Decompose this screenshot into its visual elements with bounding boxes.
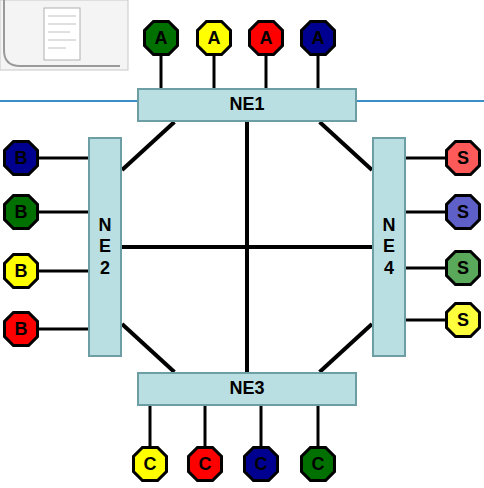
link-line xyxy=(122,324,174,372)
link-line xyxy=(317,56,320,88)
octagon-node: C xyxy=(300,446,336,482)
link-line xyxy=(122,122,174,170)
document-thumbnail xyxy=(0,0,128,70)
octagon-node: S xyxy=(445,194,481,230)
link-line xyxy=(39,270,88,273)
access-link xyxy=(39,329,88,330)
access-link xyxy=(150,406,151,446)
network-element-bar: NE2 xyxy=(88,137,122,357)
endpoint-letter: C xyxy=(312,455,325,473)
endpoint-letter: S xyxy=(457,149,469,167)
access-link xyxy=(39,158,88,159)
network-element-bar: NE3 xyxy=(137,372,357,406)
link-line xyxy=(260,406,263,446)
octagon-node: B xyxy=(3,140,39,176)
trunk-link xyxy=(122,247,372,248)
octagon-node: A xyxy=(300,20,336,56)
link-line xyxy=(149,406,152,446)
octagon-node: S xyxy=(445,302,481,338)
octagon-node: A xyxy=(143,20,179,56)
link-line xyxy=(265,56,268,88)
access-link xyxy=(161,56,162,88)
endpoint-letter: B xyxy=(15,320,28,338)
access-link xyxy=(318,406,319,446)
trunk-link xyxy=(122,324,174,372)
endpoint-letter: S xyxy=(457,259,469,277)
access-link xyxy=(318,56,319,88)
element-name: NE4 xyxy=(380,215,398,280)
endpoint-letter: S xyxy=(457,203,469,221)
network-element-bar: NE1 xyxy=(137,88,357,122)
link-line xyxy=(204,406,207,446)
network-element-bar: NE4 xyxy=(372,137,406,357)
link-line xyxy=(39,157,88,160)
link-line xyxy=(406,211,445,214)
endpoint-letter: C xyxy=(144,455,157,473)
access-link xyxy=(261,406,262,446)
endpoint-letter: C xyxy=(255,455,268,473)
link-line xyxy=(406,319,445,322)
endpoint-letter: C xyxy=(199,455,212,473)
octagon-node: A xyxy=(248,20,284,56)
link-line xyxy=(320,122,372,170)
endpoint-letter: S xyxy=(457,311,469,329)
octagon-node: C xyxy=(132,446,168,482)
link-line xyxy=(122,245,372,249)
element-name: NE1 xyxy=(229,95,264,115)
link-line xyxy=(39,328,88,331)
access-link xyxy=(39,212,88,213)
octagon-node: S xyxy=(445,140,481,176)
access-link xyxy=(205,406,206,446)
octagon-node: B xyxy=(3,253,39,289)
octagon-node: S xyxy=(445,250,481,286)
link-line xyxy=(160,56,163,88)
access-link xyxy=(406,320,445,321)
access-link xyxy=(406,158,445,159)
endpoint-letter: A xyxy=(155,29,168,47)
endpoint-letter: A xyxy=(208,29,221,47)
link-line xyxy=(320,324,372,372)
octagon-node: B xyxy=(3,311,39,347)
element-name: NE2 xyxy=(96,215,114,280)
endpoint-letter: A xyxy=(312,29,325,47)
link-line xyxy=(406,267,445,270)
element-name: NE3 xyxy=(229,379,264,399)
link-line xyxy=(317,406,320,446)
endpoint-letter: A xyxy=(260,29,273,47)
access-link xyxy=(406,268,445,269)
endpoint-letter: B xyxy=(15,203,28,221)
access-link xyxy=(266,56,267,88)
trunk-link xyxy=(320,122,372,170)
octagon-node: B xyxy=(3,194,39,230)
endpoint-letter: B xyxy=(15,149,28,167)
octagon-node: C xyxy=(187,446,223,482)
link-line xyxy=(213,56,216,88)
access-link xyxy=(406,212,445,213)
access-link xyxy=(214,56,215,88)
link-line xyxy=(39,211,88,214)
octagon-node: C xyxy=(243,446,279,482)
trunk-link xyxy=(320,324,372,372)
endpoint-letter: B xyxy=(15,262,28,280)
access-link xyxy=(39,271,88,272)
octagon-node: A xyxy=(196,20,232,56)
trunk-link xyxy=(122,122,174,170)
link-line xyxy=(406,157,445,160)
